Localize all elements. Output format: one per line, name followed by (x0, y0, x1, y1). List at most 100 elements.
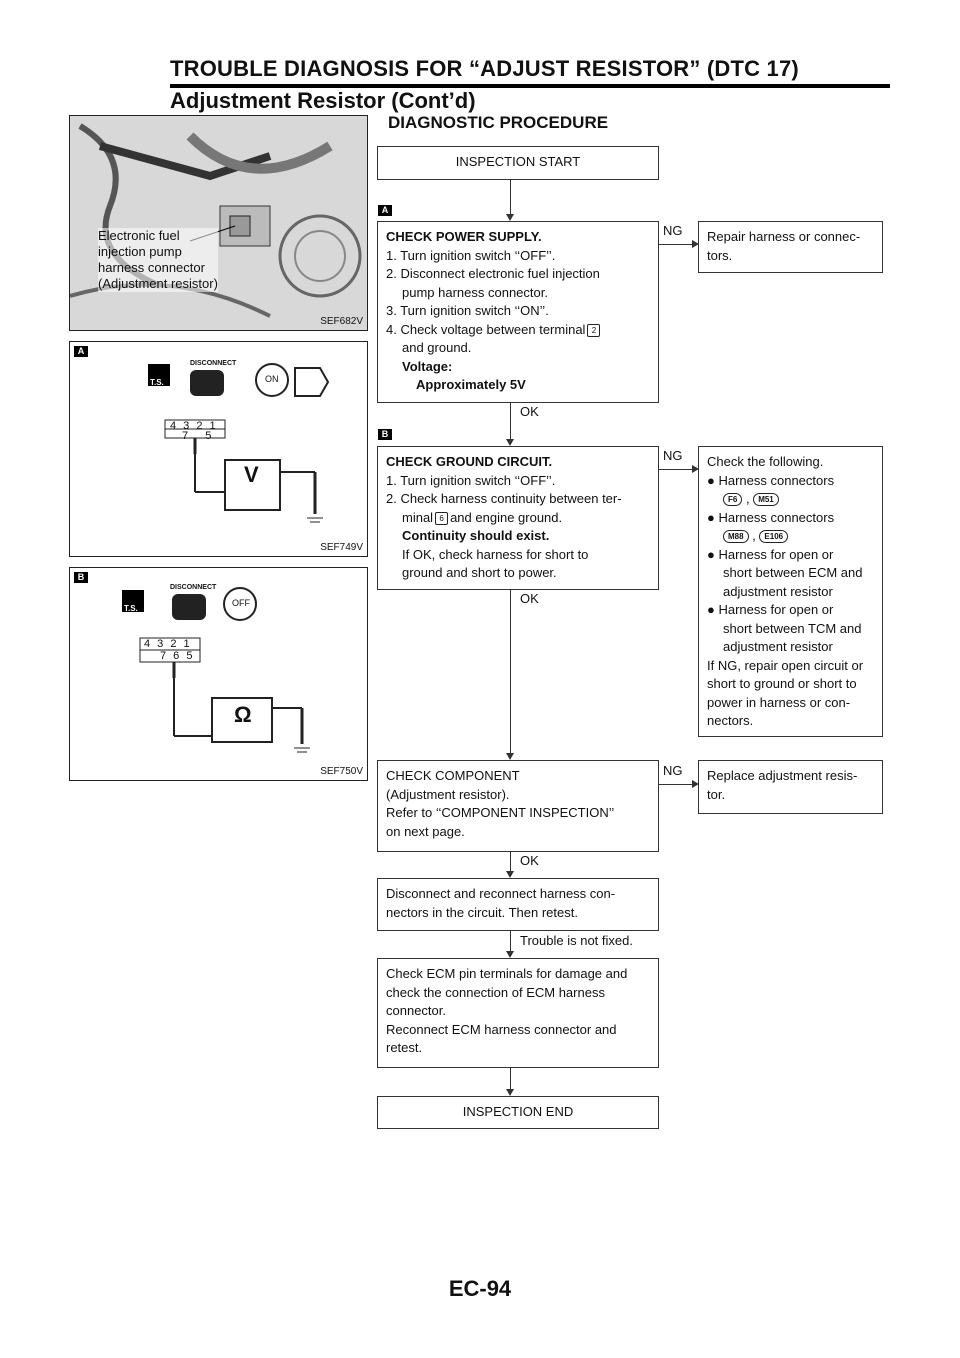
disconnect-label: DISCONNECT (190, 360, 236, 367)
callout-line: (Adjustment resistor) (98, 276, 218, 292)
page-header-subtitle: Adjustment Resistor (Cont’d) (170, 88, 476, 114)
step3-line: Refer to ‘‘COMPONENT INSPECTION’’ (386, 804, 650, 823)
step2-line: 2. Check harness continuity between ter- (386, 490, 650, 509)
ohmmeter-diagram (70, 568, 367, 780)
page-number: EC-94 (0, 1276, 960, 1302)
step1-line: 1. Turn ignition switch ‘‘OFF’’. (386, 247, 650, 266)
step4-box: Disconnect and reconnect harness con- ne… (377, 878, 659, 931)
step5-line: retest. (386, 1039, 650, 1058)
continuity-requirement: Continuity should exist. (386, 527, 650, 546)
step5-line: check the connection of ECM harness (386, 984, 650, 1003)
down-arrow (506, 753, 514, 760)
connector-pins-bottom: 7 5 (182, 430, 213, 442)
step1-title: CHECK POWER SUPPLY. (386, 228, 650, 247)
inspection-start-label: INSPECTION START (386, 153, 650, 172)
figure-caption: SEF749V (320, 542, 363, 553)
step2-line: ground and short to power. (386, 564, 650, 583)
ng-bullet-cont: short between TCM and (707, 620, 874, 639)
ng-label: NG (663, 448, 683, 463)
step4-line: Disconnect and reconnect harness con- (386, 885, 650, 904)
step1-line: pump harness connector. (386, 284, 650, 303)
ng-bullet-text: Harness for open or (718, 547, 833, 562)
step5-line: Reconnect ECM harness connector and (386, 1021, 650, 1040)
figure-voltage-check: A DISCONNECT T.S. ON 4 3 2 1 7 5 V SEF74… (69, 341, 368, 557)
voltmeter-label: V (244, 462, 259, 488)
ng-repair-line: power in harness or con- (707, 694, 874, 713)
ng-intro: Check the following. (707, 453, 874, 472)
terminal-number: 6 (435, 512, 448, 525)
down-arrow (506, 214, 514, 221)
connector-badge: F6 (723, 493, 742, 506)
step2-line-text: and engine ground. (450, 510, 562, 525)
connector-line (659, 244, 693, 245)
step1-ng-action-box: Repair harness or connec- tors. (698, 221, 883, 273)
connector-badge: M88 (723, 530, 749, 543)
ng-action-line: Replace adjustment resis- (707, 767, 874, 786)
step3-line: CHECK COMPONENT (386, 767, 650, 786)
engine-photo-illustration (70, 116, 367, 330)
connector-pins-bottom: 7 6 5 (160, 650, 194, 662)
connector-badge: M51 (753, 493, 779, 506)
step2-line: 1. Turn ignition switch ‘‘OFF’’. (386, 472, 650, 491)
ng-bullet-cont: short between ECM and (707, 564, 874, 583)
ohmmeter-label: Ω (234, 702, 252, 728)
ng-bullet-text: Harness for open or (718, 602, 833, 617)
down-arrow (506, 951, 514, 958)
ts-label: T.S. (124, 604, 138, 613)
ng-bullet: ● Harness connectors (707, 509, 874, 528)
step2-title: CHECK GROUND CIRCUIT. (386, 453, 650, 472)
ng-repair-line: short to ground or short to (707, 675, 874, 694)
inspection-end-label: INSPECTION END (386, 1103, 650, 1122)
connector-line (510, 590, 511, 753)
connector-badge: E106 (759, 530, 788, 543)
inspection-start-box: INSPECTION START (377, 146, 659, 180)
step3-box: CHECK COMPONENT (Adjustment resistor). R… (377, 760, 659, 852)
ng-bullet-text: Harness connectors (718, 510, 834, 525)
ok-label: OK (520, 404, 539, 419)
step2-line-text: minal (402, 510, 433, 525)
ng-bullet-cont: adjustment resistor (707, 583, 874, 602)
ng-repair-line: nectors. (707, 712, 874, 731)
step3-ng-action-box: Replace adjustment resis- tor. (698, 760, 883, 814)
section-title: DIAGNOSTIC PROCEDURE (388, 113, 608, 133)
step-tag-b: B (378, 429, 392, 440)
ok-label: OK (520, 853, 539, 868)
callout-text: Electronic fuel injection pump harness c… (98, 228, 218, 292)
figure-continuity-check: B DISCONNECT T.S. OFF 4 3 2 1 7 6 5 Ω SE… (69, 567, 368, 781)
step1-line-text: 4. Check voltage between terminal (386, 322, 585, 337)
step4-line: nectors in the circuit. Then retest. (386, 904, 650, 923)
step2-line: If OK, check harness for short to (386, 546, 650, 565)
step-tag-a: A (378, 205, 392, 216)
voltage-value: Approximately 5V (386, 376, 650, 395)
connector-codes: M88 , E106 (707, 527, 874, 546)
ng-bullet-cont: adjustment resistor (707, 638, 874, 657)
connector-line (510, 180, 511, 214)
ng-action-line: tors. (707, 247, 874, 266)
step5-line: connector. (386, 1002, 650, 1021)
ts-label: T.S. (150, 378, 164, 387)
voltage-label: Voltage: (386, 358, 650, 377)
ignition-switch-label: ON (265, 374, 279, 384)
down-arrow (506, 871, 514, 878)
step3-line: (Adjustment resistor). (386, 786, 650, 805)
connector-line (659, 784, 693, 785)
connector-pins-top: 4 3 2 1 (144, 638, 192, 650)
connector-line (510, 852, 511, 871)
step1-line: 2. Disconnect electronic fuel injection (386, 265, 650, 284)
step5-line: Check ECM pin terminals for damage and (386, 965, 650, 984)
ng-bullet: ● Harness connectors (707, 472, 874, 491)
connector-line (510, 931, 511, 951)
page-header-title: TROUBLE DIAGNOSIS FOR “ADJUST RESISTOR” … (170, 56, 799, 82)
inspection-end-box: INSPECTION END (377, 1096, 659, 1129)
step2-box: CHECK GROUND CIRCUIT. 1. Turn ignition s… (377, 446, 659, 590)
step1-line: 3. Turn ignition switch ‘‘ON’’. (386, 302, 650, 321)
result-label: Trouble is not fixed. (520, 933, 633, 948)
ng-label: NG (663, 223, 683, 238)
connector-line (510, 1068, 511, 1089)
connector-line (659, 469, 693, 470)
ng-bullet: ● Harness for open or (707, 601, 874, 620)
callout-line: Electronic fuel (98, 228, 218, 244)
disconnect-label: DISCONNECT (170, 584, 216, 591)
